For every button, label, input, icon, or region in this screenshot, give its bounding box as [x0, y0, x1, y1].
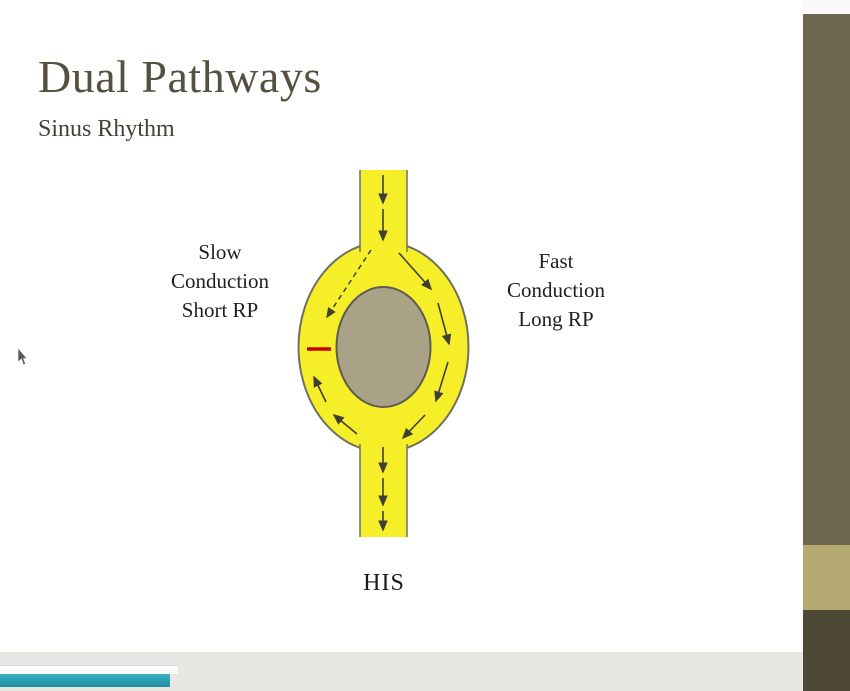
- right-theme-bar: [803, 0, 850, 691]
- fast-label-line-3: Long RP: [518, 307, 594, 331]
- slow-pathway-dashed-arrow: [326, 249, 372, 319]
- slow-label-line-1: Slow: [198, 240, 242, 264]
- slide-subtitle: Sinus Rhythm: [38, 116, 175, 142]
- progress-bar[interactable]: [0, 674, 170, 687]
- slide-title: Dual Pathways: [38, 51, 322, 102]
- fast-pathway-label: Fast Conduction Long RP: [471, 247, 641, 334]
- his-bundle-label: HIS: [363, 570, 405, 596]
- theme-bar-dark-segment: [803, 14, 850, 545]
- fast-pathway-arrows: [398, 252, 452, 440]
- slow-label-line-2: Conduction: [171, 269, 269, 293]
- fast-label-line-2: Conduction: [507, 278, 605, 302]
- retrograde-arrows: [313, 375, 358, 435]
- slow-pathway-label: Slow Conduction Short RP: [135, 238, 305, 325]
- fast-label-line-1: Fast: [538, 249, 574, 273]
- theme-bar-bottom-segment: [803, 610, 850, 691]
- video-progress-overlay[interactable]: [0, 665, 178, 687]
- progress-track: [0, 665, 178, 674]
- mouse-cursor-icon: [17, 347, 28, 366]
- av-node-center: [335, 286, 432, 408]
- theme-bar-light-segment: [803, 545, 850, 610]
- slow-label-line-3: Short RP: [181, 298, 259, 322]
- theme-bar-top-gap: [803, 0, 850, 14]
